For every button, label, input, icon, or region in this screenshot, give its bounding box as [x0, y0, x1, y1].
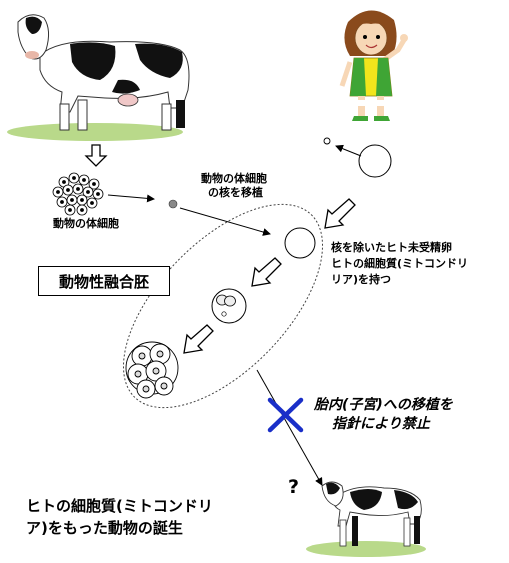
egg-label-line3: リア)を持つ — [331, 273, 392, 286]
ban-label-line2: 指針により禁止 — [332, 416, 430, 432]
hollow-arrow-to-embryo — [183, 324, 214, 354]
animal-nucleus — [168, 199, 178, 209]
question-mark: ? — [288, 476, 300, 498]
birth-label-line2: ア)をもった動物の誕生 — [26, 519, 183, 537]
girl-illustration — [339, 10, 408, 121]
removed-nucleus — [323, 137, 331, 145]
human-egg-cell — [358, 144, 392, 178]
embryo-label-box: 動物性融合胚 — [38, 266, 170, 296]
birth-label-line1: ヒトの細胞質(ミトコンドリ — [26, 497, 213, 515]
early-embryo — [125, 341, 179, 399]
hollow-arrow-to-egg — [324, 198, 356, 229]
cow-illustration — [7, 14, 190, 141]
arrow-cells-to-nucleus — [107, 194, 155, 203]
ban-label-line1: 胎内(子宮)への移植を — [314, 397, 453, 413]
arrow-embryo-to-calf — [256, 369, 323, 486]
arrow-nucleus-transfer — [179, 207, 271, 236]
hollow-arrow-to-fused-cell — [251, 257, 282, 287]
cell-cluster-icon — [52, 172, 104, 216]
fused-cell — [211, 288, 247, 324]
arrow-nucleus-removal — [335, 144, 362, 157]
nucleus-transfer-label-line2: の核を移植 — [208, 186, 263, 199]
somatic-cell-label: 動物の体細胞 — [53, 217, 119, 230]
blue-cross-icon — [267, 397, 304, 433]
fusion-embryo-outline — [122, 203, 324, 409]
nucleus-transfer-label-line1: 動物の体細胞 — [201, 172, 267, 185]
calf-illustration — [306, 481, 426, 557]
egg-label-line2: ヒトの細胞質(ミトコンドリ — [331, 257, 469, 270]
down-arrow — [84, 144, 108, 167]
enucleated-egg — [284, 227, 316, 259]
egg-label-line1: 核を除いたヒト未受精卵 — [331, 241, 452, 254]
